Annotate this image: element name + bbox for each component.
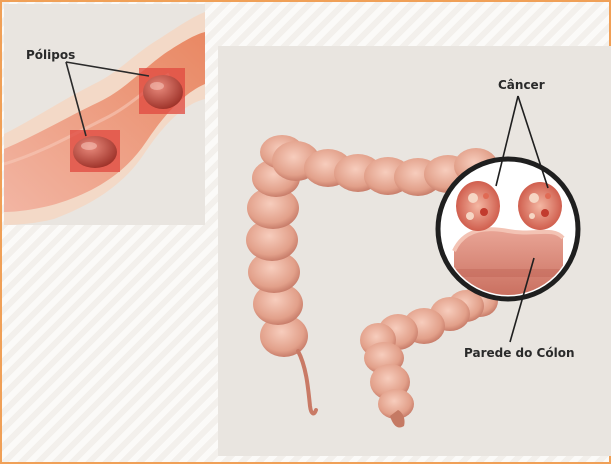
- colon-lining-illustration: [4, 4, 205, 225]
- polyps-label: Pólipos: [26, 48, 75, 62]
- colon-wall-label: Parede do Cólon: [464, 346, 575, 360]
- colon-illustration: [218, 46, 611, 456]
- polyp-lower: [73, 136, 117, 168]
- sigmoid-colon: [360, 297, 470, 428]
- cancer-tumor-left: [456, 181, 500, 231]
- cancer-tumor-right: [518, 182, 562, 230]
- colon-panel: Câncer Parede do Cólon: [218, 46, 611, 456]
- cancer-label: Câncer: [498, 78, 545, 92]
- magnified-cross-section: [438, 159, 578, 308]
- polyp-inset: Pólipos: [4, 4, 205, 225]
- polyp-upper: [143, 75, 183, 109]
